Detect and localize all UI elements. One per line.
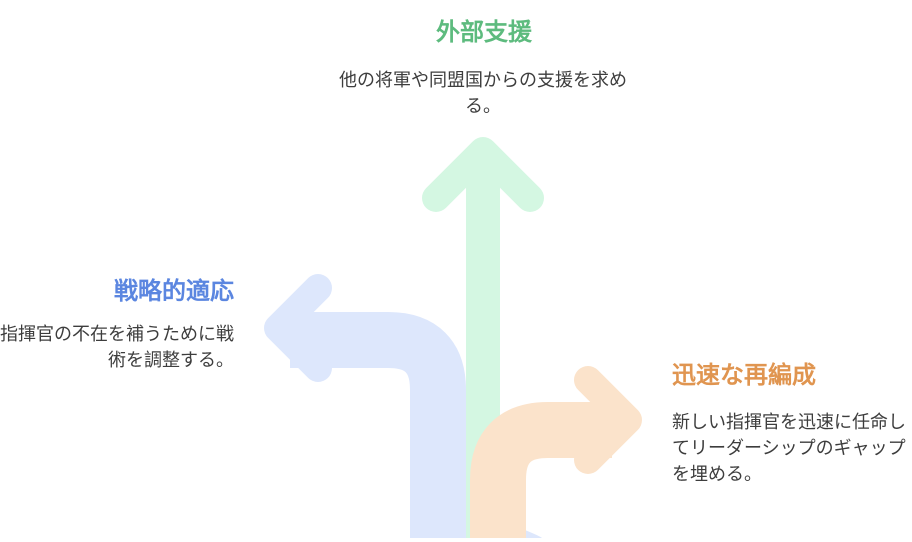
option-top-title: 外部支援 bbox=[436, 18, 532, 46]
option-right-description: 新しい指揮官を迅速に任命してリーダーシップのギャップを埋める。 bbox=[672, 412, 906, 485]
arrow-left-shaft bbox=[290, 312, 466, 538]
arrow-right bbox=[470, 366, 642, 538]
option-right-title: 迅速な再編成 bbox=[672, 361, 816, 389]
arrow-right-shaft bbox=[470, 402, 612, 538]
option-left-title: 戦略的適応 bbox=[114, 277, 234, 305]
arrow-right-head bbox=[574, 366, 642, 474]
option-top-description: 他の将軍や同盟国からの支援を求める。 bbox=[339, 70, 627, 117]
option-left-description: 指揮官の不在を補うために戦術を調整する。 bbox=[0, 324, 234, 371]
arrow-left bbox=[264, 274, 466, 538]
arrow-top-head bbox=[422, 137, 544, 212]
arrow-left-head bbox=[264, 274, 332, 382]
